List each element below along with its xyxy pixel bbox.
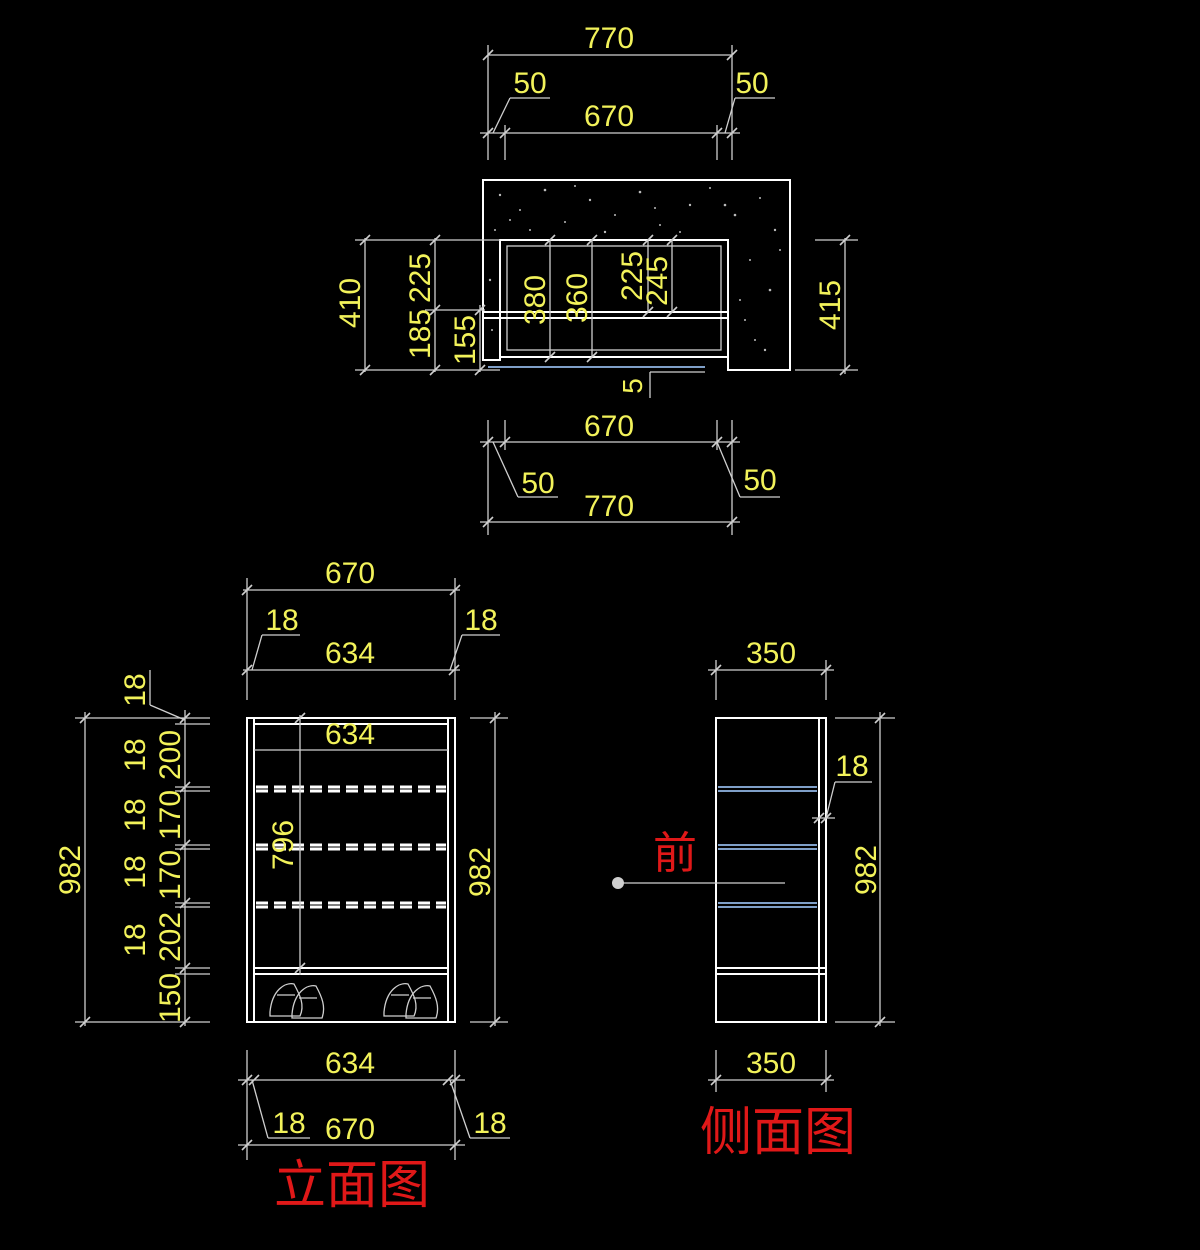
front-dim-left-200: 200 [154, 730, 187, 780]
plan-dim-left-lower: 185 [404, 309, 437, 359]
plan-dim-left-small: 155 [449, 315, 482, 365]
plan-leader-50-br [716, 441, 741, 498]
side-front-label: 前 [653, 828, 697, 879]
plan-speckle-texture [488, 185, 781, 352]
front-elevation: 634 796 670 18 18 634 [54, 557, 510, 1216]
side-dim-height: 982 [850, 845, 883, 895]
plan-right-ticks [839, 234, 851, 376]
plan-dim-top-right-offset: 50 [735, 67, 768, 100]
side-dim-top-width: 350 [746, 637, 796, 670]
plan-dim-gap: 5 [617, 378, 648, 394]
plan-inner-ticks [544, 234, 678, 363]
plan-dim-top-left-offset: 50 [513, 67, 546, 100]
side-bottom-ticks [710, 1074, 832, 1086]
plan-left-ticks [359, 234, 486, 376]
front-dim-left-170-a: 170 [154, 790, 187, 840]
front-leader-18-tr [449, 634, 463, 671]
front-dim-bottom-left: 18 [272, 1107, 305, 1140]
plan-dim-bottom-inner: 670 [584, 410, 634, 443]
plan-dim-bottom-right-offset: 50 [743, 464, 776, 497]
plan-dim-top-overall: 770 [584, 22, 634, 55]
front-dim-left-18-a: 18 [119, 738, 152, 771]
plan-dim-inner-380: 380 [519, 275, 552, 325]
side-dim-bottom-width: 350 [746, 1047, 796, 1080]
plan-dim-top-inner: 670 [584, 100, 634, 133]
side-cabinet-outline [715, 717, 827, 1023]
front-right-ticks [489, 712, 501, 1028]
front-leader-18-br [449, 1079, 471, 1139]
plan-dim-right-overall: 415 [814, 280, 847, 330]
plan-dim-bottom-overall: 770 [584, 490, 634, 523]
plan-dim-inner-245: 245 [641, 256, 674, 306]
plan-dim-left-upper: 225 [404, 253, 437, 303]
front-dim-top-inner: 634 [325, 637, 375, 670]
plan-dim-bottom-left-offset: 50 [521, 467, 554, 500]
shoes-icon-left [269, 983, 325, 1019]
front-leader-18-top-b [149, 704, 186, 721]
side-leader-18 [825, 781, 836, 819]
front-dim-left-18-top: 18 [119, 673, 152, 706]
front-dim-left-18-c: 18 [119, 855, 152, 888]
plan-cabinet-inner [506, 245, 722, 351]
side-dim-thickness: 18 [835, 750, 868, 783]
plan-leader-50-right [724, 97, 736, 134]
front-leader-18-bl [251, 1079, 269, 1139]
front-dim-top-left: 18 [265, 604, 298, 637]
front-dim-left-170-b: 170 [154, 850, 187, 900]
front-dim-left-18-b: 18 [119, 798, 152, 831]
front-leader-18-tl [251, 634, 263, 671]
front-dim-bottom-overall: 670 [325, 1113, 375, 1146]
plan-cabinet-box [499, 239, 729, 358]
front-inner-ticks [294, 712, 306, 974]
plan-leader-50-bl [492, 441, 519, 498]
side-elevation: 前 350 18 982 350 侧面图 [612, 637, 895, 1163]
front-bottom-ticks [241, 1074, 461, 1151]
front-dim-top-right: 18 [464, 604, 497, 637]
front-elevation-title: 立面图 [274, 1156, 430, 1216]
front-dim-left-202: 202 [154, 912, 187, 962]
plan-leader-50-left [492, 97, 511, 134]
plan-top-ticks [482, 49, 738, 139]
side-elevation-title: 侧面图 [700, 1103, 856, 1163]
side-18-ticks [813, 812, 832, 824]
plan-bottom-ticks [482, 436, 738, 528]
front-dim-left-150: 150 [154, 973, 187, 1023]
front-dim-inner-width: 634 [325, 718, 375, 751]
plan-view: 770 50 50 670 410 225 185 155 [334, 22, 858, 535]
front-dim-right-overall: 982 [464, 847, 497, 897]
front-left-ticks [79, 712, 191, 1028]
front-cabinet-outline [246, 717, 456, 1023]
front-top-ticks [241, 584, 461, 676]
plan-dim-inner-225: 225 [616, 251, 649, 301]
front-dim-inner-height: 796 [267, 820, 300, 870]
side-top-ticks [710, 664, 832, 676]
front-dim-bottom-inner: 634 [325, 1047, 375, 1080]
front-dim-left-18-d: 18 [119, 923, 152, 956]
plan-dim-inner-360: 360 [561, 273, 594, 323]
front-dim-left-overall: 982 [54, 845, 87, 895]
side-right-ticks [874, 712, 886, 1028]
front-dim-top-overall: 670 [325, 557, 375, 590]
front-dim-bottom-right: 18 [473, 1107, 506, 1140]
shoes-icon-right [383, 983, 439, 1019]
plan-dim-left-overall: 410 [334, 278, 367, 328]
